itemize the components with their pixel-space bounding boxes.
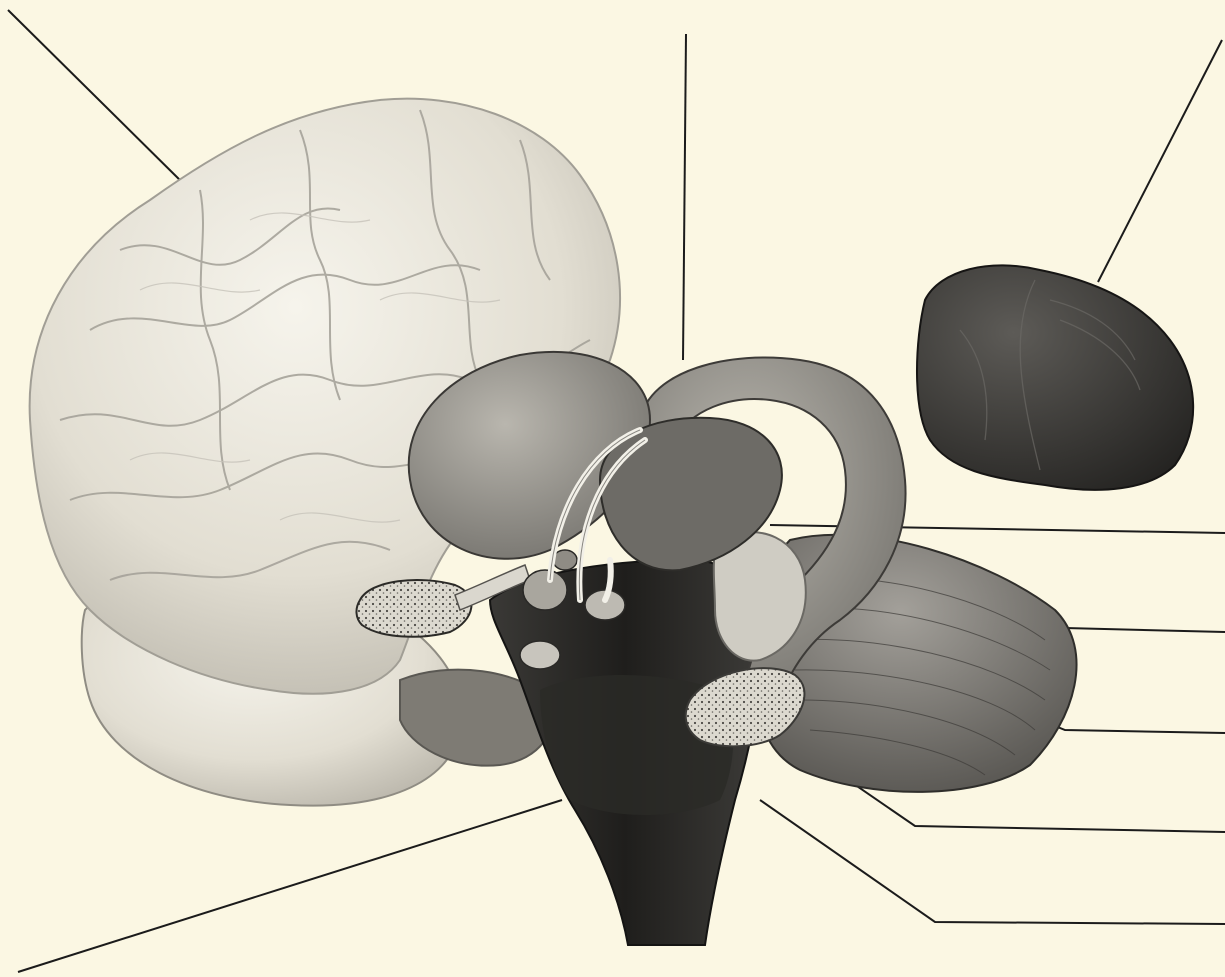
leader-line-top-right xyxy=(1098,40,1222,282)
leader-line-right-2 xyxy=(1065,628,1225,632)
separated-dark-structure xyxy=(917,265,1193,489)
olfactory-bulb xyxy=(356,580,471,637)
leader-line-brainstem xyxy=(18,800,562,972)
leader-line-cerebrum xyxy=(8,10,190,190)
leader-line-right-5 xyxy=(760,800,1225,924)
leader-line-top-center xyxy=(683,34,686,360)
